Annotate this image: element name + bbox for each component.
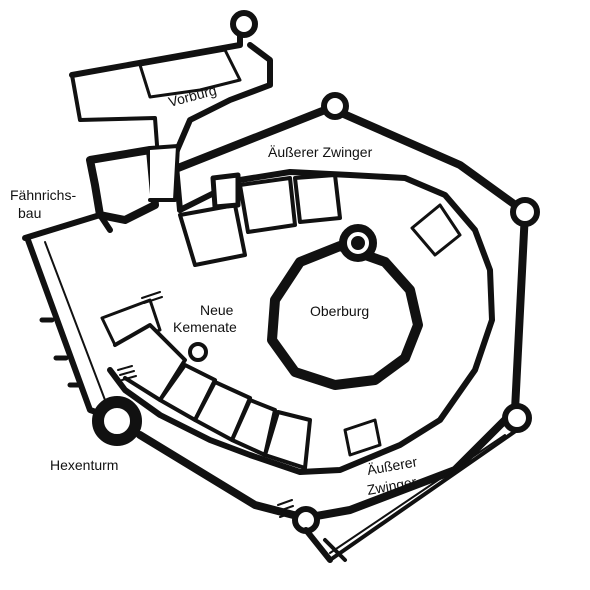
label-aeusserer-zwinger-top: Äußerer Zwinger <box>268 144 373 160</box>
label-oberburg: Oberburg <box>310 303 369 319</box>
oberburg-keep-core <box>351 236 365 250</box>
stair-marks <box>117 291 163 381</box>
vorburg-tower <box>230 10 258 38</box>
west-zwinger-inner <box>44 241 106 401</box>
kemenate-tower <box>113 323 187 402</box>
tower-east <box>510 197 540 227</box>
kemenate-stair-tower <box>188 342 208 362</box>
west-buttresses <box>39 317 83 388</box>
north-building-3 <box>293 173 342 224</box>
label-neue-kemenate-1: Neue <box>200 302 234 318</box>
inner-curtain-wall <box>107 169 495 475</box>
north-gate-tower <box>210 172 241 210</box>
gate-marks <box>277 499 295 518</box>
label-faehnrichsbau-2: bau <box>18 205 41 221</box>
hexenturm-tower <box>92 396 142 446</box>
south-building-4 <box>263 410 312 470</box>
south-building-3 <box>230 398 277 457</box>
north-building-1 <box>178 203 247 267</box>
vorburg-inner-building <box>138 48 242 99</box>
faehnrichsbau-building <box>86 146 159 224</box>
zwinger-southeast-wall-inner <box>329 434 506 554</box>
vorburg-west-block <box>70 73 159 147</box>
label-neue-kemenate-2: Kemenate <box>173 319 237 335</box>
label-faehnrichsbau-1: Fähnrichs- <box>10 187 76 203</box>
tower-north <box>321 92 349 120</box>
zwinger-south-wall <box>303 527 333 563</box>
oberburg-ring-inner <box>279 253 411 379</box>
oberburg-ring <box>267 241 423 390</box>
east-building <box>410 203 462 257</box>
label-hexenturm: Hexenturm <box>50 457 118 473</box>
tower-southeast <box>502 403 532 433</box>
south-building-5 <box>343 418 382 457</box>
north-building-2 <box>238 176 297 234</box>
faehnrichsbau-annex <box>148 144 180 202</box>
